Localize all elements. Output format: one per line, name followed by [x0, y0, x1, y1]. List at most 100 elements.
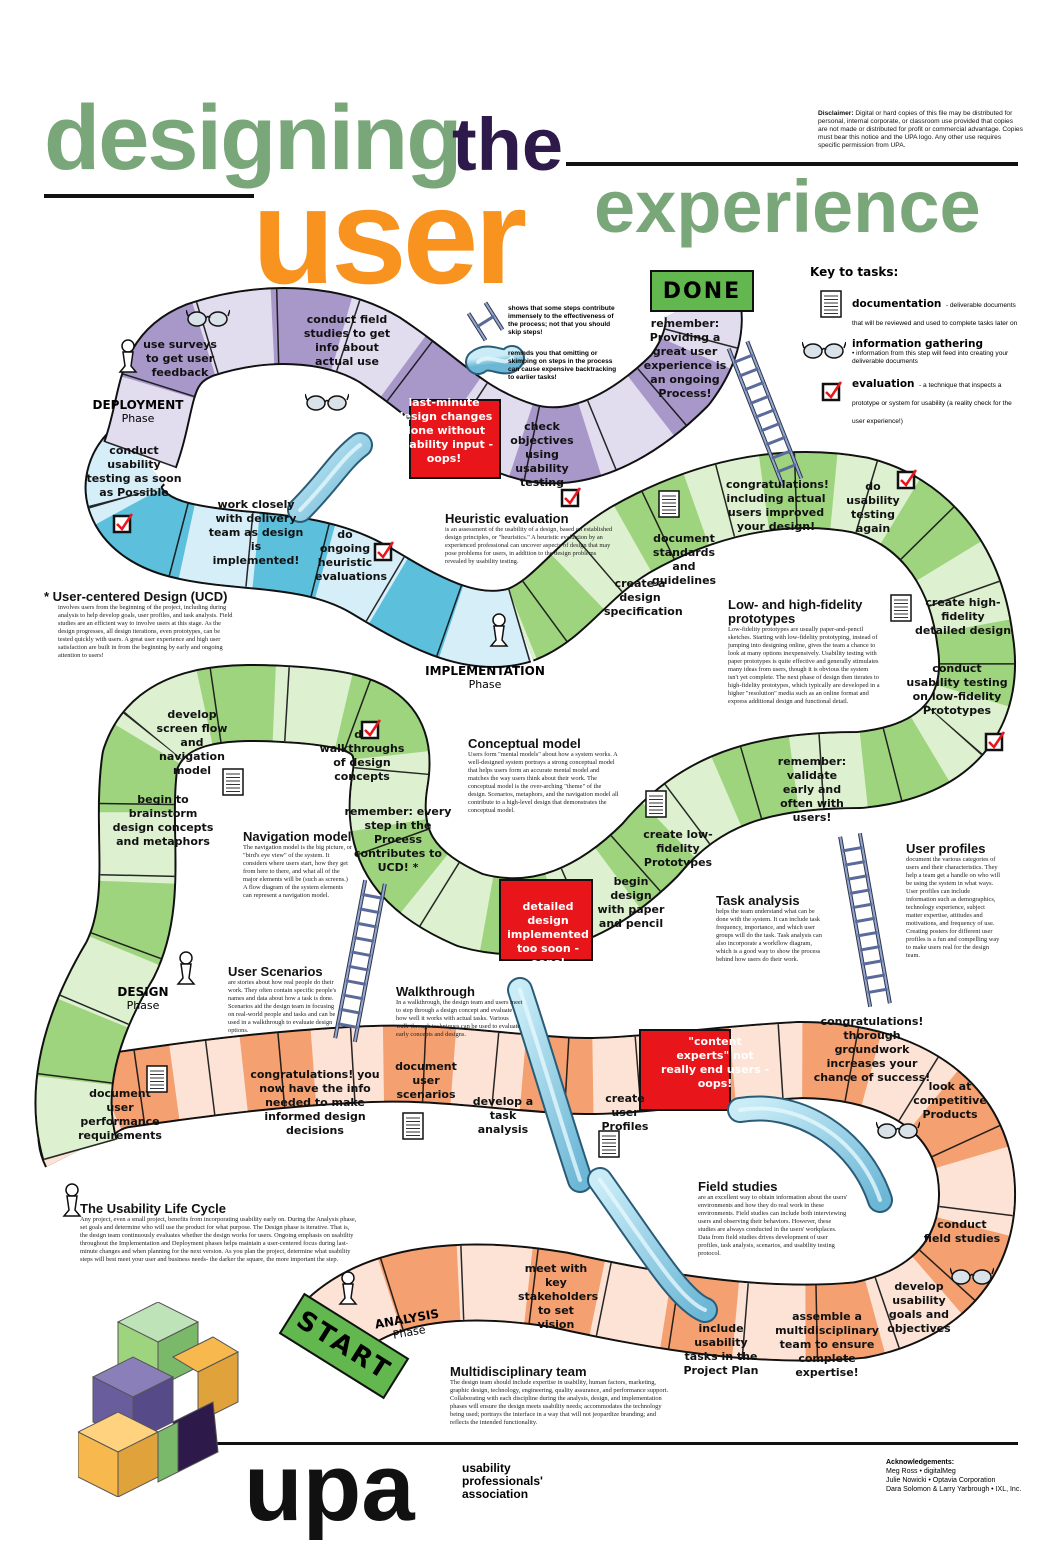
- ack-line-2: Julie Nowicki • Optavia Corporation: [886, 1477, 996, 1484]
- board-ladders: [333, 301, 892, 1043]
- section-ucd-title-text: User-centered Design (UCD): [52, 589, 228, 604]
- square-implementation-2: work closely with delivery team as desig…: [208, 498, 304, 567]
- ack-title: Acknowledgements:: [886, 1459, 955, 1466]
- square-design-1: begin to brainstorm design concepts and …: [112, 793, 214, 848]
- section-conceptual: Conceptual model Users form "mental mode…: [468, 737, 620, 815]
- section-taskanalysis: Task analysis helps the team understand …: [716, 894, 822, 964]
- upa-cube-logo: [78, 1302, 240, 1497]
- key-information-title: information gathering: [852, 338, 984, 350]
- section-navigation-title: Navigation model: [243, 829, 352, 844]
- section-prototypes-title: Low- and high-fidelity prototypes: [728, 597, 863, 626]
- section-lifecycle-title: The Usability Life Cycle: [80, 1201, 226, 1216]
- square-design-14: create a design specification: [604, 577, 683, 618]
- section-ucd-title: * User-centered Design (UCD): [44, 589, 228, 604]
- checkbox-icon: [560, 487, 582, 508]
- section-taskanalysis-body: helps the team understand what can be do…: [716, 908, 822, 963]
- upa-name-line1: usability: [462, 1461, 511, 1475]
- oops-square-3: [639, 1029, 731, 1111]
- square-design-7: create low-fidelity Prototypes: [643, 828, 713, 869]
- section-walkthrough: Walkthrough In a walkthrough, the design…: [396, 985, 524, 1039]
- section-heuristic: Heuristic evaluation is an assessment of…: [445, 512, 615, 566]
- key-item-documentation: documentation - deliverable documents th…: [852, 294, 1022, 330]
- checkbox-icon: [112, 513, 134, 534]
- section-scenarios-title: User Scenarios: [228, 964, 323, 979]
- square-analysis-6: look at competitive Products: [913, 1080, 987, 1121]
- upa-name: usability professionals' association: [462, 1462, 543, 1501]
- glasses-icon: [802, 341, 846, 359]
- document-icon: [890, 594, 912, 622]
- document-icon: [402, 1112, 424, 1140]
- square-deployment-2: conduct field studies to get info about …: [303, 313, 391, 368]
- square-analysis-4: develop usability goals and objectives: [887, 1280, 951, 1335]
- checkbox-icon: [896, 469, 918, 490]
- square-analysis-13: document user performance requirements: [78, 1087, 162, 1142]
- square-analysis-1: meet with key stakeholders to set vision: [518, 1262, 599, 1331]
- pawn-icon: [176, 951, 196, 985]
- square-design-11: do usability testing again: [846, 480, 900, 535]
- square-analysis-7: congratulations! thorough groundwork inc…: [813, 1015, 931, 1084]
- slide-deployment-shine: [298, 443, 362, 512]
- section-prototypes: Low- and high-fidelity prototypes Low-fi…: [728, 598, 880, 706]
- ladder-design: [838, 832, 892, 1008]
- slide-analysis-1-shine: [598, 1178, 707, 1312]
- slide-note: reminds you that omitting or skimping on…: [508, 350, 617, 381]
- footer-rule: [190, 1442, 1018, 1445]
- deployment-track-fill: [104, 283, 741, 483]
- section-multidisciplinary-body: The design team should include expertise…: [450, 1379, 669, 1426]
- document-icon: [598, 1130, 620, 1158]
- square-design-13: document standards and guidelines: [651, 532, 717, 587]
- square-analysis-11: document user scenarios: [395, 1060, 457, 1101]
- key-information-desc: • information from this step will feed i…: [852, 350, 1009, 365]
- section-userprofiles-body: document the various categories of users…: [906, 856, 1001, 959]
- document-icon: [645, 790, 667, 818]
- checkbox-icon: [360, 719, 382, 740]
- section-fieldstudies: Field studies are an excellent way to ob…: [698, 1180, 850, 1258]
- done-marker: DONE: [650, 270, 754, 312]
- board-slides: [287, 345, 893, 1323]
- key-documentation-desc: - deliverable documents that will be rev…: [852, 302, 1018, 327]
- ladder-note: shows that some steps contribute immense…: [508, 305, 615, 336]
- title-designing: designing: [44, 87, 462, 189]
- key-item-information: information gathering • information from…: [852, 338, 1022, 366]
- oops-square-1: [409, 399, 501, 479]
- phase-design: DESIGN Phase: [108, 985, 178, 1012]
- square-analysis-12: congratulations! you now have the info n…: [250, 1068, 380, 1137]
- oops-square-2: [499, 879, 593, 961]
- acknowledgements: Acknowledgements: Meg Ross • digitalMeg …: [886, 1458, 1036, 1494]
- square-deployment-3: last-minute design changes done without …: [394, 396, 494, 465]
- section-fieldstudies-body: are an excellent way to obtain informati…: [698, 1194, 848, 1257]
- ladder-key-icon: [466, 301, 505, 342]
- document-icon: [222, 768, 244, 796]
- square-design-2: develop screen flow and navigation model: [156, 708, 228, 777]
- section-userprofiles: User profiles document the various categ…: [906, 842, 1001, 960]
- glasses-icon: [876, 1121, 920, 1139]
- phase-implementation: IMPLEMENTATION Phase: [420, 664, 550, 691]
- square-design-8: remember: validate early and often with …: [777, 755, 847, 824]
- key-documentation-title: documentation: [852, 298, 942, 310]
- glasses-icon: [305, 393, 349, 411]
- section-scenarios-body: are stories about how real people do the…: [228, 979, 337, 1034]
- title-rule-right: [566, 162, 1018, 166]
- slide-analysis-2-shine: [738, 1106, 882, 1202]
- title-experience: experience: [594, 165, 981, 248]
- section-userprofiles-title: User profiles: [906, 841, 986, 856]
- ladder-analysis: [333, 879, 387, 1043]
- square-analysis-8: "content experts" not really end users -…: [660, 1035, 770, 1090]
- ack-line-1: Meg Ross • digitalMeg: [886, 1468, 956, 1475]
- section-ucd-body: involves users from the beginning of the…: [58, 604, 233, 659]
- done-label: DONE: [662, 278, 742, 304]
- glasses-icon: [186, 309, 230, 327]
- section-walkthrough-title: Walkthrough: [396, 984, 475, 999]
- disclaimer-label: Disclaimer:: [818, 110, 854, 117]
- document-icon: [146, 1065, 168, 1093]
- phase-deployment-name: DEPLOYMENT: [92, 398, 184, 412]
- pawn-icon: [489, 613, 509, 647]
- game-board: [34, 282, 1017, 1362]
- title-the: the: [452, 103, 563, 186]
- checkbox-icon: [984, 731, 1006, 752]
- square-design-10: create high-fidelity detailed design: [914, 596, 1012, 637]
- analysis-track-dividers: [39, 1023, 1015, 1360]
- square-design-6: begin design with paper and pencil: [597, 875, 665, 930]
- section-walkthrough-body: In a walkthrough, the design team and us…: [396, 999, 523, 1038]
- section-ucd: * User-centered Design (UCD) involves us…: [44, 590, 234, 660]
